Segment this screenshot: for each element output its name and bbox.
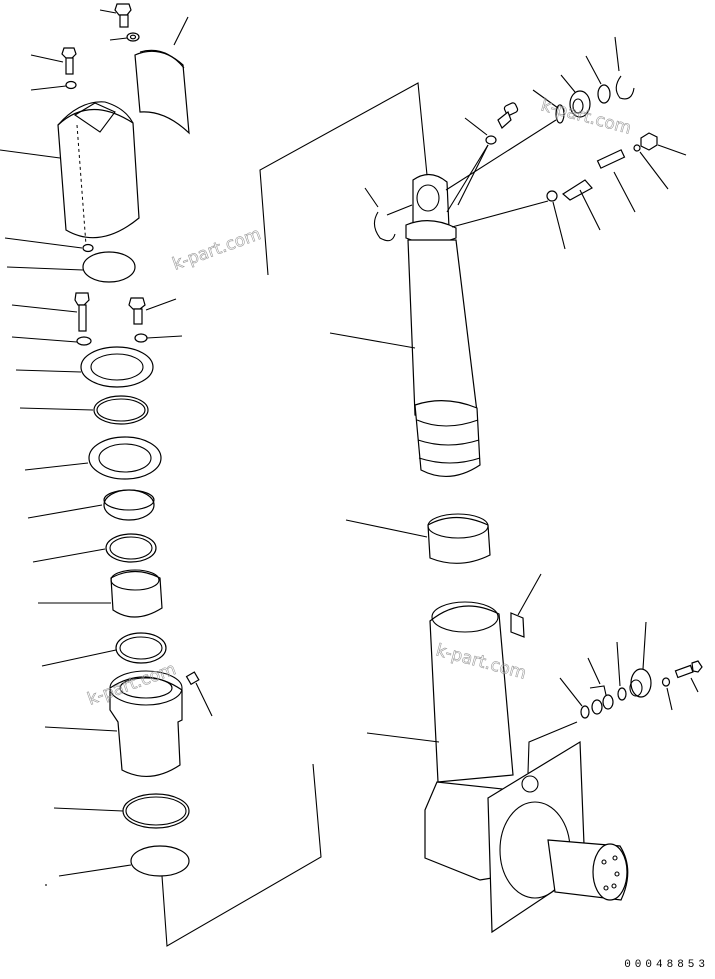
o-ring-2 <box>53 793 190 829</box>
spring <box>596 149 636 213</box>
valve-body <box>561 179 601 231</box>
seal-ring <box>19 395 149 425</box>
seal-ring-ribbed <box>32 533 157 563</box>
dust-seal-eye <box>445 89 565 191</box>
washer-a <box>11 336 92 346</box>
washer-eye <box>446 117 497 213</box>
upper-right-group <box>259 36 687 478</box>
o-ring-eye <box>585 55 611 104</box>
leader-bracket-top <box>259 82 428 276</box>
drawing-number: 00048853 <box>624 959 709 971</box>
bolt-left <box>30 47 77 75</box>
seal-lower <box>587 657 614 715</box>
leader-bracket-lower <box>527 721 578 774</box>
o-ring-1 <box>6 251 136 283</box>
cylinder-rod-bottom <box>414 400 481 478</box>
bushing-ring <box>27 489 155 521</box>
plug <box>185 671 213 717</box>
washer-top <box>109 32 140 42</box>
spindle <box>547 839 629 901</box>
grease-fitting <box>497 102 519 129</box>
o-ring-3 <box>45 845 190 886</box>
housing-tube <box>366 601 514 783</box>
washer-mid <box>4 237 94 253</box>
bolt-long <box>11 292 90 332</box>
flange-plate <box>15 346 154 388</box>
lower-right-group <box>345 513 703 934</box>
spherical-bushing <box>560 74 591 118</box>
washer-b <box>134 333 183 343</box>
cover-half <box>134 16 190 135</box>
bolt-short <box>128 297 177 325</box>
bushing-lower <box>345 513 491 564</box>
bolt-top <box>99 3 132 28</box>
washer-lower <box>661 677 673 711</box>
left-stack <box>0 3 322 947</box>
snap-ring-left <box>364 187 413 242</box>
dust-seal <box>41 632 167 667</box>
o-ring-lower-2 <box>616 641 627 701</box>
washer-valve <box>451 190 566 250</box>
bolt-lower <box>674 660 703 693</box>
snap-ring-eye <box>614 36 635 100</box>
cylinder-rod-eye <box>329 173 478 420</box>
cap-lower <box>629 621 652 698</box>
o-ring-lower-1 <box>559 677 590 719</box>
retainer-flange <box>24 436 162 480</box>
washer-left <box>30 80 77 91</box>
cap-nut <box>640 132 687 156</box>
bushing <box>38 569 163 618</box>
ball <box>633 144 669 190</box>
cylindrical-cover <box>0 101 140 246</box>
plate-tab <box>510 573 542 638</box>
cylinder-head <box>44 670 183 778</box>
watermark: k-part.com <box>170 224 264 274</box>
leader-bracket-left <box>161 763 322 947</box>
